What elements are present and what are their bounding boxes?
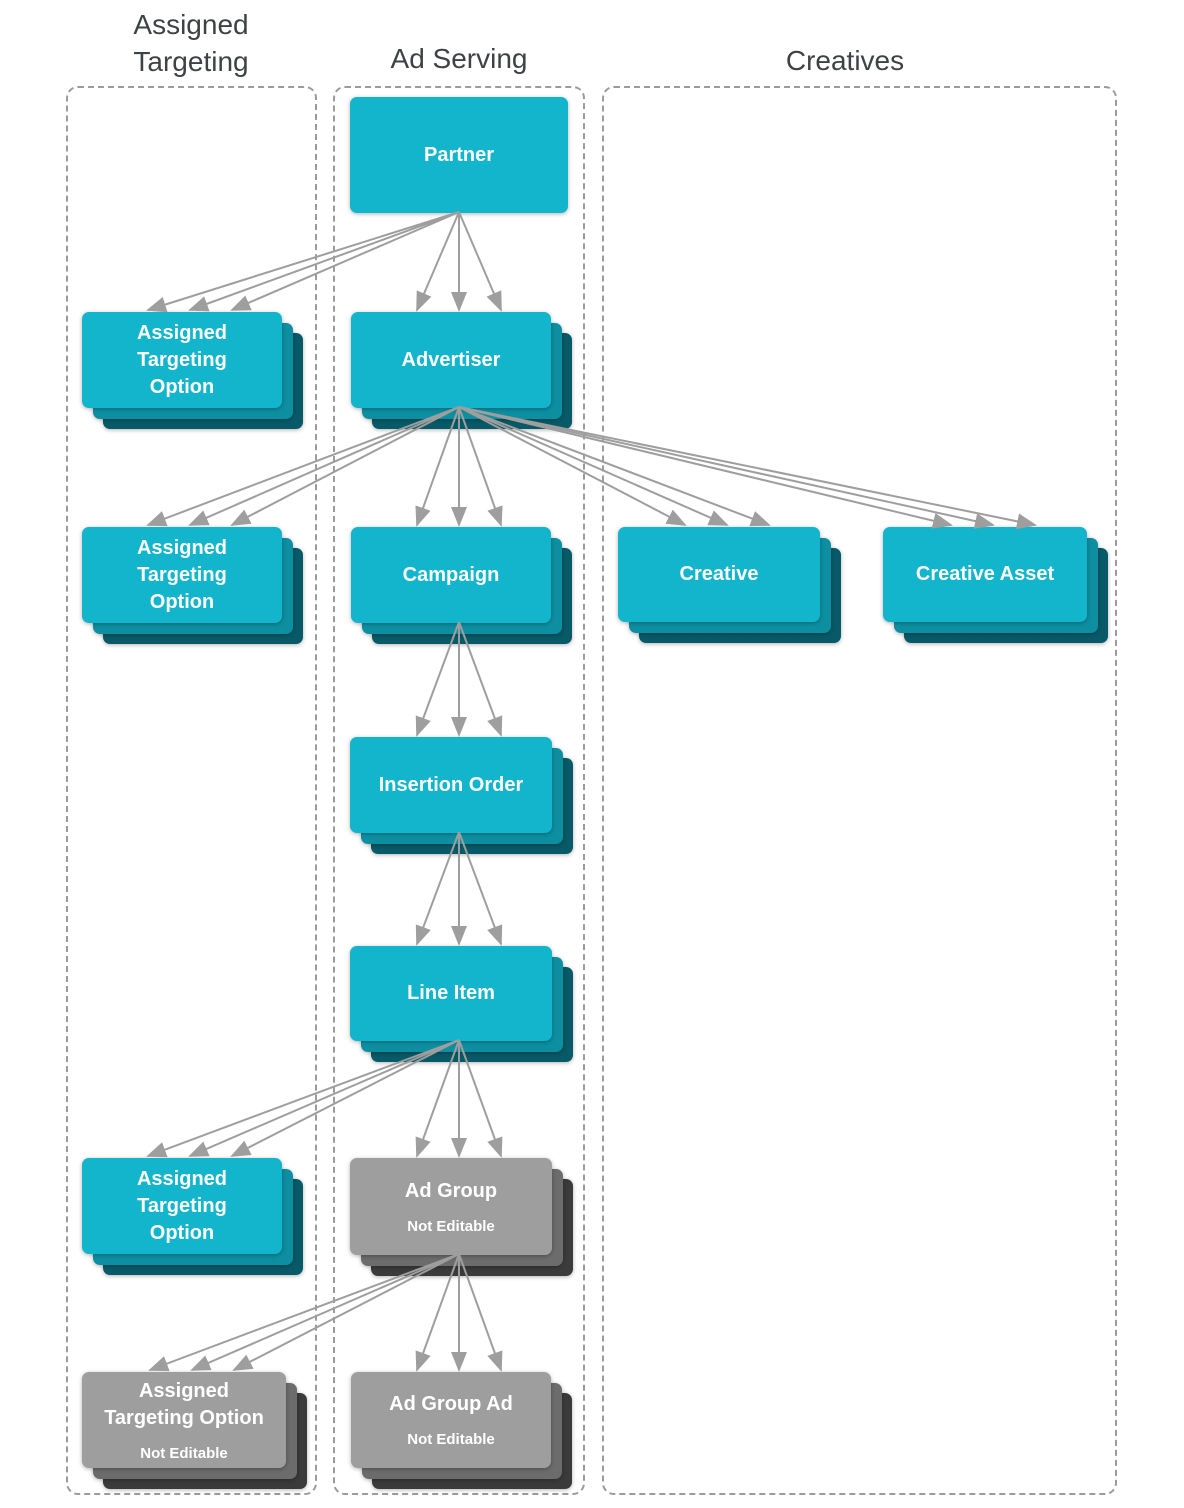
node-partner: Partner xyxy=(350,97,568,213)
node-line-item-label: Line Item xyxy=(407,982,495,1004)
node-campaign-label: Campaign xyxy=(402,563,500,586)
node-assigned-targeting-option-3-label: Assigned Targeting Option xyxy=(136,1167,228,1244)
node-line-item: Line Item xyxy=(350,946,573,1062)
column-header-assigned-targeting: Assigned Targeting xyxy=(133,9,249,77)
column-region-creatives xyxy=(602,86,1117,1495)
node-assigned-targeting-option-1-card: Assigned Targeting Option xyxy=(82,312,282,408)
node-assigned-targeting-option-3: Assigned Targeting Option xyxy=(82,1158,303,1275)
node-ad-group-label: Ad Group xyxy=(404,1179,498,1202)
node-ad-group-sublabel: Not Editable xyxy=(407,1217,495,1235)
node-insertion-order-card: Insertion Order xyxy=(350,737,552,833)
column-region-assigned-targeting xyxy=(66,86,317,1495)
node-insertion-order: Insertion Order xyxy=(350,737,573,854)
node-campaign-card: Campaign xyxy=(351,527,551,623)
node-partner-label: Partner xyxy=(423,143,495,166)
node-advertiser: Advertiser xyxy=(351,312,572,429)
node-assigned-targeting-option-2: Assigned Targeting Option xyxy=(82,527,303,644)
node-assigned-targeting-option-1: Assigned Targeting Option xyxy=(82,312,303,429)
node-line-item-card: Line Item xyxy=(350,946,552,1041)
node-campaign: Campaign xyxy=(351,527,572,644)
node-creative: Creative xyxy=(618,527,841,643)
node-assigned-targeting-option-4-sublabel: Not Editable xyxy=(140,1444,228,1462)
node-creative-asset: Creative Asset xyxy=(883,527,1108,643)
node-ad-group-ad: Ad Group Ad Not Editable xyxy=(351,1372,572,1489)
node-creative-label: Creative xyxy=(679,563,759,585)
node-creative-asset-label: Creative Asset xyxy=(915,563,1055,585)
node-assigned-targeting-option-4-label: Assigned Targeting Option xyxy=(104,1379,264,1429)
node-ad-group-ad-sublabel: Not Editable xyxy=(407,1431,495,1448)
node-assigned-targeting-option-2-card: Assigned Targeting Option xyxy=(82,527,282,623)
node-insertion-order-label: Insertion Order xyxy=(378,773,524,796)
node-ad-group-ad-label: Ad Group Ad xyxy=(389,1393,513,1415)
column-header-ad-serving: Ad Serving xyxy=(390,43,528,74)
column-header-creatives: Creatives xyxy=(785,45,905,76)
column-region-ad-serving xyxy=(333,86,585,1495)
node-ad-group-ad-card: Ad Group Ad Not Editable xyxy=(351,1372,551,1468)
node-advertiser-card: Advertiser xyxy=(351,312,551,408)
node-creative-asset-card: Creative Asset xyxy=(883,527,1087,622)
node-creative-card: Creative xyxy=(618,527,820,622)
node-partner-card: Partner xyxy=(350,97,568,213)
node-assigned-targeting-option-3-card: Assigned Targeting Option xyxy=(82,1158,282,1254)
node-assigned-targeting-option-1-label: Assigned Targeting Option xyxy=(136,321,228,398)
node-assigned-targeting-option-2-label: Assigned Targeting Option xyxy=(136,536,228,613)
node-advertiser-label: Advertiser xyxy=(401,348,501,371)
